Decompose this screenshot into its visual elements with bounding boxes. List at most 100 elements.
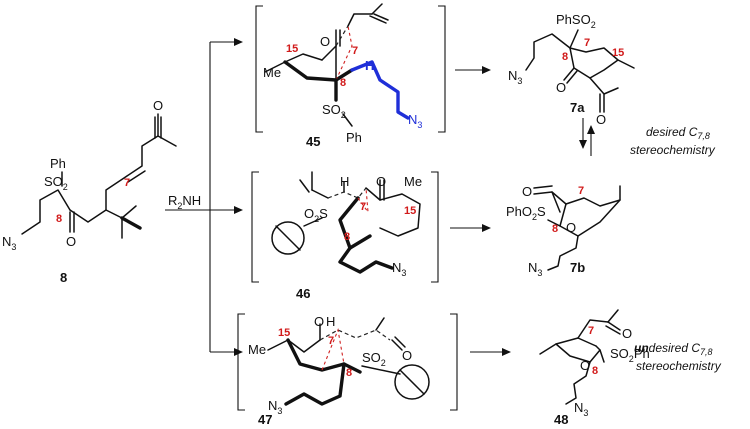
product-arrows xyxy=(450,66,595,356)
phso2-label-7a: PhSO xyxy=(556,12,591,27)
phenyl-label-45: Ph xyxy=(346,130,362,145)
azide-sub: 3 xyxy=(11,242,16,252)
position-7-label-48: 7 xyxy=(588,325,594,337)
product-48: 7 O SO2Ph 8 O N3 48 xyxy=(539,309,650,427)
svg-text:O2S: O2S xyxy=(304,206,328,224)
desired-note-sub: 7,8 xyxy=(697,131,710,141)
ketone-o-7a: O xyxy=(556,80,566,95)
azide-n-45: N xyxy=(408,112,417,127)
o2s-s-46: S xyxy=(319,206,328,221)
svg-text:R2NH: R2NH xyxy=(168,193,201,211)
methyl-label-46: Me xyxy=(404,174,422,189)
pho2s-label-7b: PhO xyxy=(506,204,532,219)
reagent-tail: NH xyxy=(182,193,201,208)
carbonyl-o-7a: O xyxy=(596,112,606,127)
desired-note-line1: desired C xyxy=(646,125,698,139)
azide-n: N xyxy=(2,234,11,249)
carbonyl-o-47: O xyxy=(314,314,324,329)
svg-text:SO2: SO2 xyxy=(362,350,386,368)
compound-7b-label: 7b xyxy=(570,260,585,275)
compound-8-structure: N3 Ph SO2 O O 8 7 8 xyxy=(2,98,177,285)
phso2-sub-7a: 2 xyxy=(591,20,596,30)
azide-sub-48: 3 xyxy=(583,408,588,418)
ketone-o-48: O xyxy=(622,326,632,341)
transition-state-46: O2S H O Me 7 15 8 N3 46 xyxy=(251,171,439,301)
svg-text:N3: N3 xyxy=(268,398,282,416)
ring-o-48: O xyxy=(580,358,590,373)
compound-7a-label: 7a xyxy=(570,100,585,115)
svg-text:N3: N3 xyxy=(574,400,588,418)
branch-arrows: R2NH xyxy=(165,38,243,356)
stereo-notes: desired C7,8 stereochemistry undesired C… xyxy=(630,125,722,373)
azide-sub-46: 3 xyxy=(401,268,406,278)
svg-text:PhO2S: PhO2S xyxy=(506,204,546,222)
transition-state-45: Me 15 O 7 H 8 SO2 Ph N3 45 xyxy=(255,3,446,149)
carbonyl-o-46: O xyxy=(376,174,386,189)
position-8-label-48: 8 xyxy=(592,365,598,377)
position-7-label-7a: 7 xyxy=(584,37,590,49)
svg-text:N3: N3 xyxy=(528,260,542,278)
so2-label-47: SO xyxy=(362,350,381,365)
undesired-note-sub: 7,8 xyxy=(700,347,713,357)
hydrogen-label-47: H xyxy=(326,314,335,329)
position-7-label-45: 7 xyxy=(352,45,358,57)
position-15-label-47: 15 xyxy=(278,327,290,339)
azide-sub-45: 3 xyxy=(417,120,422,130)
so2-label-45: SO xyxy=(322,102,341,117)
azide-n-7a: N xyxy=(508,68,517,83)
undesired-note-bold: un xyxy=(634,341,649,355)
ketone-o-8: O xyxy=(66,234,76,249)
enone-o-8: O xyxy=(153,98,163,113)
so2-sub-47: 2 xyxy=(381,358,386,368)
so2ph-ph-48: Ph xyxy=(634,346,650,361)
azide-n-47: N xyxy=(268,398,277,413)
svg-text:desired C7,8: desired C7,8 xyxy=(646,125,710,141)
product-7a: N3 PhSO2 8 7 15 O O 7a xyxy=(508,12,635,127)
compound-48-label: 48 xyxy=(554,412,568,427)
hydrogen-label-46: H xyxy=(340,174,349,189)
reagent-label: R xyxy=(168,193,177,208)
methyl-label-45: Me xyxy=(263,65,281,80)
o2s-o-46: O xyxy=(304,206,314,221)
svg-text:SO2: SO2 xyxy=(44,174,68,192)
position-8-label-7a: 8 xyxy=(562,51,568,63)
position-7-label: 7 xyxy=(124,177,130,189)
pho2s-s-7b: S xyxy=(537,204,546,219)
svg-text:SO2Ph: SO2Ph xyxy=(610,346,650,364)
azide-n-7b: N xyxy=(528,260,537,275)
so2-label-8: SO xyxy=(44,174,63,189)
position-8-label-45: 8 xyxy=(340,77,346,89)
ring-o-7b: O xyxy=(566,220,576,235)
position-7-label-46: 7 xyxy=(360,201,366,213)
position-8-label-47: 8 xyxy=(346,367,352,379)
so2ph-sub-48: 2 xyxy=(629,354,634,364)
svg-text:N3: N3 xyxy=(2,234,16,252)
svg-text:N3: N3 xyxy=(508,68,522,86)
position-7-label-47: 7 xyxy=(328,335,334,347)
compound-46-label: 46 xyxy=(296,286,310,301)
carbonyl-o-45: O xyxy=(320,34,330,49)
product-7b: O 7 PhO2S 8 O N3 7b xyxy=(506,184,621,278)
svg-text:SO2: SO2 xyxy=(322,102,346,120)
azide-sub-7a: 3 xyxy=(517,76,522,86)
desired-note-line2: stereochemistry xyxy=(630,143,716,157)
so2-sub-45: 2 xyxy=(341,110,346,120)
azide-sub-47: 3 xyxy=(277,406,282,416)
azide-n-48: N xyxy=(574,400,583,415)
so2-sub-8: 2 xyxy=(63,182,68,192)
undesired-note-rest: desired C xyxy=(649,341,701,355)
position-15-label-7a: 15 xyxy=(612,47,624,59)
methyl-label-47: Me xyxy=(248,342,266,357)
position-8-label: 8 xyxy=(56,213,62,225)
compound-8-label: 8 xyxy=(60,270,67,285)
transition-state-47: Me 15 O H 7 O 8 SO2 N3 47 xyxy=(237,313,458,427)
position-7-label-7b: 7 xyxy=(578,185,584,197)
svg-text:N3: N3 xyxy=(392,260,406,278)
position-8-label-46: 8 xyxy=(344,231,350,243)
pho2s-sub-7b: 2 xyxy=(532,212,537,222)
phenyl-label-8: Ph xyxy=(50,156,66,171)
position-15-label-45: 15 xyxy=(286,43,298,55)
enone-o-47: O xyxy=(402,348,412,363)
svg-text:undesired C7,8: undesired C7,8 xyxy=(634,341,713,357)
